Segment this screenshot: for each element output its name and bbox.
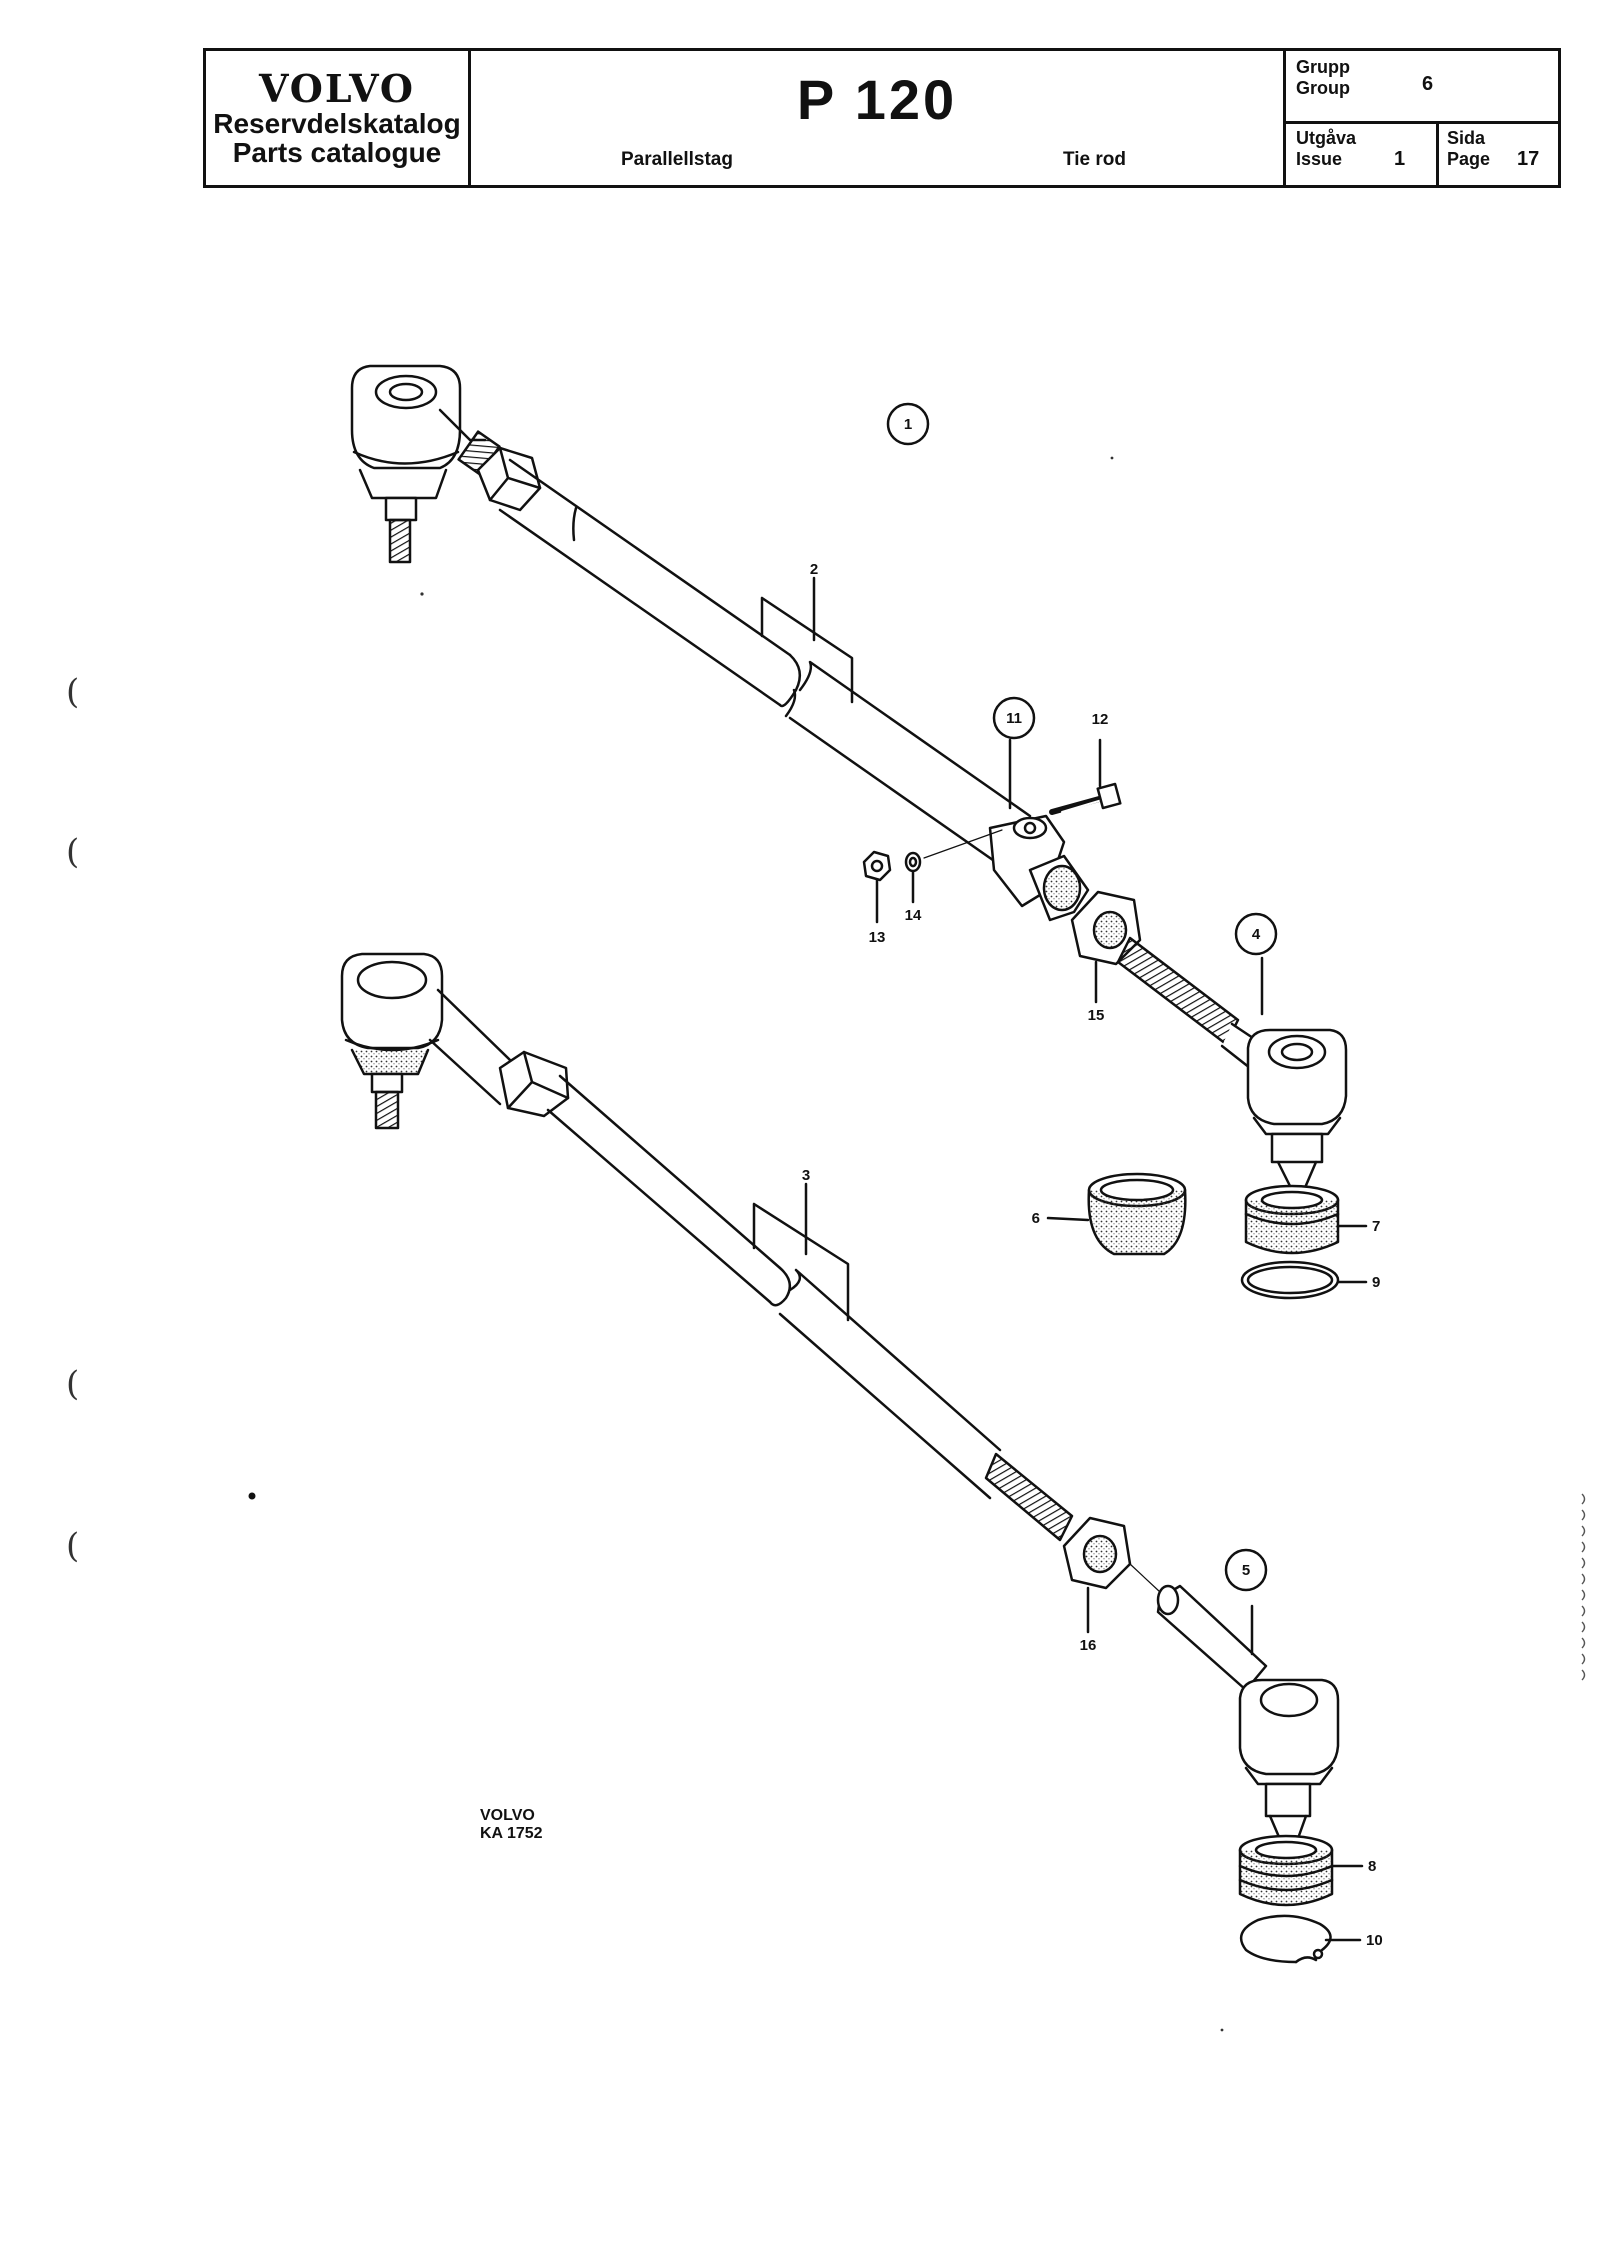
issue-label-en: Issue: [1296, 148, 1343, 169]
callout-circle-1: [886, 402, 930, 446]
model-name: P 120: [796, 68, 958, 131]
callout-9: 9: [1372, 1274, 1380, 1291]
callout-1: 1: [904, 416, 912, 433]
page-value: 17: [1517, 148, 1540, 170]
figure-code-number: KA 1752: [480, 1825, 543, 1843]
callout-4: 4: [1252, 926, 1261, 943]
binder-hole-mark: (: [66, 672, 80, 712]
scan-speck: [420, 592, 424, 596]
issue-value: 1: [1394, 148, 1406, 170]
callout-14: 14: [905, 907, 922, 924]
page-label-en: Page: [1447, 148, 1491, 169]
scan-speck: [1110, 456, 1114, 460]
group-label-en: Group: [1296, 77, 1350, 98]
ring-part-9: [1240, 1260, 1368, 1300]
callout-5: 5: [1242, 1562, 1250, 1579]
upper-left-ball-joint: [350, 364, 487, 564]
callout-16: 16: [1080, 1637, 1097, 1654]
callout-13: 13: [869, 929, 886, 946]
catalog-title-sv: Reservdelskatalog: [213, 107, 461, 139]
group-label: Grupp Group: [1296, 57, 1350, 98]
brand-logo: VOLVO: [258, 65, 416, 111]
group-value: 6: [1422, 73, 1434, 95]
section-title-sv: Parallellstag: [621, 149, 733, 170]
catalog-title-en: Parts catalogue: [232, 136, 442, 168]
edge-binding-marks: [1581, 1493, 1586, 1681]
brand-block: VOLVO Reservdelskatalog Parts catalogue: [206, 51, 471, 185]
page-label-sv: Sida: [1447, 128, 1486, 148]
upper-tie-rod: [350, 364, 1348, 1192]
callout-15: 15: [1088, 1007, 1105, 1024]
binder-hole-mark: (: [66, 1364, 80, 1404]
group-label-sv: Grupp: [1296, 57, 1350, 77]
issue-page-row: Utgåva Issue 1 Sida Page 17: [1286, 124, 1558, 185]
callout-6: 6: [1032, 1210, 1040, 1227]
issue-cell: Utgåva Issue 1: [1286, 124, 1439, 185]
page-cell: Sida Page 17: [1439, 124, 1558, 185]
dust-cover-part-6: [1046, 1172, 1187, 1256]
callout-2: 2: [810, 561, 818, 578]
binder-hole-mark: (: [66, 832, 80, 872]
page-label: Sida Page: [1447, 128, 1490, 169]
callout-11: 11: [1006, 710, 1022, 727]
scan-speck: [1220, 2028, 1224, 2032]
circlip-part-10: [1239, 1914, 1362, 1964]
callout-8: 8: [1368, 1858, 1376, 1875]
seal-part-7: [1244, 1184, 1368, 1255]
group-cell: Grupp Group 6: [1286, 51, 1558, 124]
callout-3: 3: [802, 1167, 810, 1184]
figure-code-brand: VOLVO: [480, 1807, 535, 1824]
figure-code: VOLVO KA 1752: [480, 1807, 543, 1844]
callout-12: 12: [1092, 711, 1109, 728]
binder-hole-mark: (: [66, 1526, 80, 1566]
title-block: P 120 Parallellstag Tie rod: [471, 51, 1286, 185]
lower-tie-rod: [340, 952, 1340, 1846]
callout-circle-4: [1234, 912, 1278, 956]
header-box: VOLVO Reservdelskatalog Parts catalogue …: [203, 48, 1561, 188]
callout-circle-5: [1224, 1548, 1268, 1592]
scan-speck: [248, 1492, 256, 1500]
meta-block: Grupp Group 6 Utgåva Issue 1 Sida Page 1…: [1286, 51, 1558, 185]
callout-10: 10: [1366, 1932, 1383, 1949]
callout-7: 7: [1372, 1218, 1380, 1235]
issue-label-sv: Utgåva: [1296, 128, 1357, 148]
seal-part-8: [1238, 1834, 1364, 1907]
callout-circle-11: [992, 696, 1036, 740]
section-title-en: Tie rod: [1063, 149, 1126, 170]
issue-label: Utgåva Issue: [1296, 128, 1356, 169]
